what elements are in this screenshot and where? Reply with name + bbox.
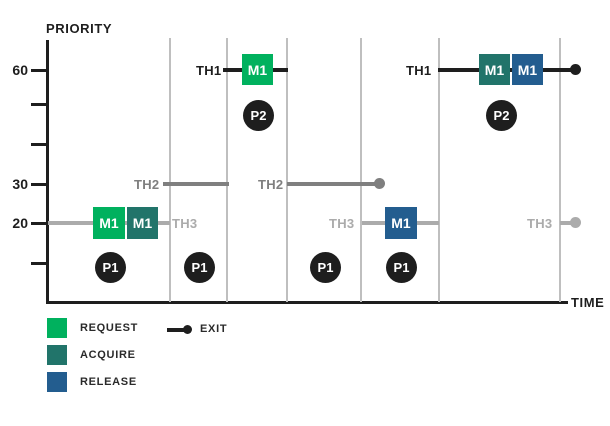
th2-exit-dot bbox=[374, 178, 385, 189]
mutex-request-box-th1: M1 bbox=[242, 54, 273, 85]
y-tick bbox=[31, 143, 47, 146]
time-separator bbox=[360, 38, 362, 302]
partition-badge-p1: P1 bbox=[184, 252, 215, 283]
legend-release-label: RELEASE bbox=[80, 376, 137, 388]
th2-label-1: TH2 bbox=[134, 177, 160, 192]
time-separator bbox=[438, 38, 440, 302]
y-axis-line bbox=[46, 40, 49, 304]
th3-label-1: TH3 bbox=[172, 216, 198, 231]
y-tick bbox=[31, 262, 47, 265]
th2-label-2: TH2 bbox=[258, 177, 284, 192]
legend-exit-dot bbox=[183, 325, 192, 334]
x-axis-line bbox=[46, 301, 568, 304]
time-separator bbox=[559, 38, 561, 302]
th3-exit-dot bbox=[570, 217, 581, 228]
legend-request-swatch bbox=[47, 318, 67, 338]
y-tick-label-20: 20 bbox=[12, 215, 28, 231]
y-tick-label-30: 30 bbox=[12, 176, 28, 192]
legend-exit-line bbox=[167, 328, 186, 332]
th3-label-3: TH3 bbox=[527, 216, 553, 231]
legend-exit-label: EXIT bbox=[200, 323, 228, 335]
partition-badge-p1: P1 bbox=[386, 252, 417, 283]
th2-run-line-1 bbox=[163, 182, 229, 186]
legend-acquire-swatch bbox=[47, 345, 67, 365]
y-tick bbox=[31, 222, 47, 225]
mutex-request-box-th3: M1 bbox=[93, 207, 125, 239]
y-tick bbox=[31, 183, 47, 186]
mutex-acquire-box-th3: M1 bbox=[127, 207, 158, 239]
time-separator bbox=[169, 38, 171, 302]
time-separator bbox=[226, 38, 228, 302]
partition-badge-p1: P1 bbox=[95, 252, 126, 283]
th3-label-2: TH3 bbox=[329, 216, 355, 231]
th3-run-line-3 bbox=[560, 221, 574, 225]
mutex-acquire-box-th1: M1 bbox=[479, 54, 510, 85]
y-tick bbox=[31, 103, 47, 106]
y-axis-title: PRIORITY bbox=[46, 21, 113, 36]
legend-request-label: REQUEST bbox=[80, 322, 139, 334]
mutex-release-box-th3: M1 bbox=[385, 207, 417, 239]
legend-acquire-label: ACQUIRE bbox=[80, 349, 136, 361]
partition-badge-p1: P1 bbox=[310, 252, 341, 283]
legend-release-swatch bbox=[47, 372, 67, 392]
partition-badge-p2: P2 bbox=[243, 100, 274, 131]
th1-label-1: TH1 bbox=[196, 63, 222, 78]
partition-badge-p2: P2 bbox=[486, 100, 517, 131]
x-axis-title: TIME bbox=[571, 295, 605, 310]
time-separator bbox=[286, 38, 288, 302]
y-tick-label-60: 60 bbox=[12, 62, 28, 78]
y-tick bbox=[31, 69, 47, 72]
th1-label-2: TH1 bbox=[406, 63, 432, 78]
th2-run-line-2 bbox=[287, 182, 377, 186]
th1-exit-dot bbox=[570, 64, 581, 75]
mutex-release-box-th1: M1 bbox=[512, 54, 543, 85]
